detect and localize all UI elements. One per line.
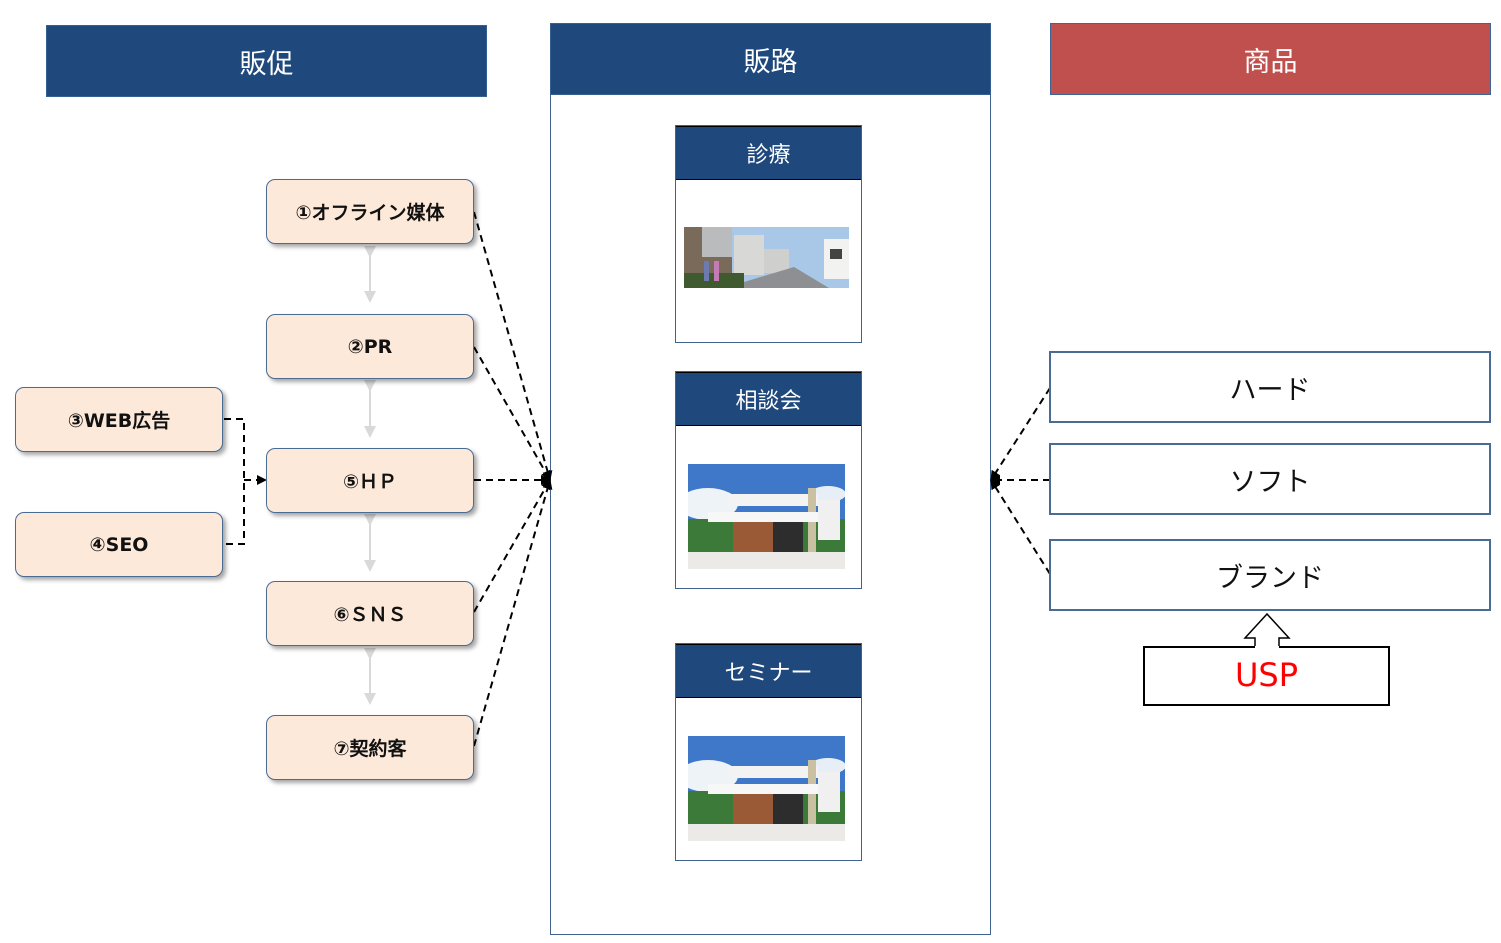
arrow-pr-to-channel [473, 346, 551, 481]
channel-card-seminar[interactable]: セミナー [675, 643, 862, 861]
product-label: ブランド [1216, 562, 1324, 594]
product-label: ハード [1229, 374, 1311, 406]
node-label: ①オフライン媒体 [295, 202, 445, 224]
channel-card-meeting[interactable]: 相談会 [675, 371, 862, 589]
channel-card-title: セミナー [676, 644, 861, 698]
node-label: ⑦契約客 [333, 738, 407, 760]
product-label: ソフト [1229, 466, 1311, 498]
channel-header-title: 販路 [743, 46, 798, 78]
node-label: ⑥ＳＮＳ [333, 604, 407, 626]
arrow-sns-to-channel [473, 479, 551, 613]
channel-title-text: 相談会 [735, 389, 802, 414]
product-box-brand[interactable]: ブランド [1049, 539, 1491, 611]
elbow-webads-seo [224, 418, 245, 545]
channel-card-consult[interactable]: 診療 [675, 125, 862, 343]
promotion-node-sns[interactable]: ⑥ＳＮＳ [266, 581, 474, 646]
usp-up-arrow [1243, 612, 1291, 648]
promotion-header-title: 販促 [239, 48, 294, 80]
arrow-customers-to-channel [473, 479, 553, 747]
promotion-node-seo[interactable]: ④SEO [15, 512, 223, 577]
promotion-node-web-ads[interactable]: ③WEB広告 [15, 387, 223, 452]
channel-card-title: 診療 [676, 126, 861, 180]
node-label: ④SEO [89, 533, 149, 556]
modern-house-photo [688, 736, 845, 841]
usp-label: USP [1234, 656, 1299, 694]
channel-card-title: 相談会 [676, 372, 861, 426]
product-header: 商品 [1050, 23, 1491, 95]
product-box-hard[interactable]: ハード [1049, 351, 1491, 423]
model-home-street-photo [684, 227, 849, 288]
channel-title-text: 診療 [746, 143, 791, 168]
promotion-node-hp[interactable]: ⑤ＨＰ [266, 448, 474, 513]
channel-header: 販路 [550, 23, 991, 95]
arrow-hard-to-channel [990, 387, 1051, 481]
promotion-node-pr[interactable]: ②PR [266, 314, 474, 379]
product-box-soft[interactable]: ソフト [1049, 443, 1491, 515]
promotion-node-customers[interactable]: ⑦契約客 [266, 715, 474, 780]
promotion-node-offline[interactable]: ①オフライン媒体 [266, 179, 474, 244]
arrow-offline-to-channel [473, 211, 553, 481]
node-label: ②PR [347, 335, 393, 358]
product-header-title: 商品 [1243, 46, 1298, 78]
channel-title-text: セミナー [724, 661, 813, 686]
node-label: ⑤ＨＰ [342, 471, 398, 493]
promotion-header: 販促 [46, 25, 487, 97]
usp-box[interactable]: USP [1143, 646, 1390, 706]
arrow-brand-to-channel [990, 479, 1051, 575]
node-label: ③WEB広告 [67, 410, 171, 432]
modern-house-photo [688, 464, 845, 569]
